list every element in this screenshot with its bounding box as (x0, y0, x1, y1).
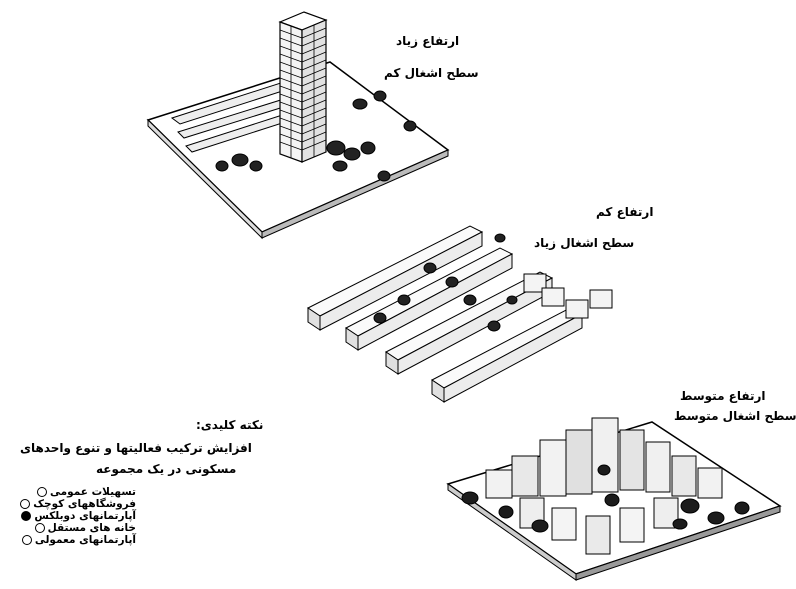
note-line-2: مسکونی در یک مجموعه (96, 462, 236, 476)
legend-item: آپارتمانهای معمولی (4, 534, 136, 546)
legend-marker-icon (21, 511, 31, 521)
tower (280, 12, 326, 162)
legend-label: فروشگاههای کوچک (33, 498, 136, 510)
low-rise-title: ارتفاع کم (596, 205, 653, 219)
legend-label: خانه های مستقل (48, 522, 136, 534)
medium-rise-subtitle: سطح اشغال متوسط (674, 409, 796, 423)
legend-item: فروشگاههای کوچک (4, 498, 136, 510)
legend-marker-icon (20, 499, 30, 509)
medium-rise-title: ارتفاع متوسط (680, 389, 766, 403)
legend-item: خانه های مستقل (4, 522, 136, 534)
note-line-1: افزایش ترکیب فعالیتها و تنوع واحدهای (20, 441, 252, 455)
legend-label: آپارتمانهای معمولی (35, 534, 136, 546)
legend-item: تسهیلات عمومی (4, 486, 136, 498)
note-heading: نکته کلیدی: (196, 418, 263, 432)
low-rise-scene (308, 226, 612, 402)
high-rise-subtitle: سطح اشغال کم (384, 66, 479, 80)
high-rise-title: ارتفاع زیاد (396, 34, 459, 48)
low-rise-subtitle: سطح اشغال زیاد (534, 236, 634, 250)
legend: تسهیلات عمومی فروشگاههای کوچک آپارتمانها… (4, 486, 136, 546)
legend-marker-icon (22, 535, 32, 545)
legend-label: تسهیلات عمومی (50, 486, 136, 498)
legend-label: آپارتمانهای دوبلکس (34, 510, 136, 522)
medium-rise-scene (448, 418, 780, 580)
legend-item: آپارتمانهای دوبلکس (4, 510, 136, 522)
legend-marker-icon (35, 523, 45, 533)
legend-marker-icon (37, 487, 47, 497)
